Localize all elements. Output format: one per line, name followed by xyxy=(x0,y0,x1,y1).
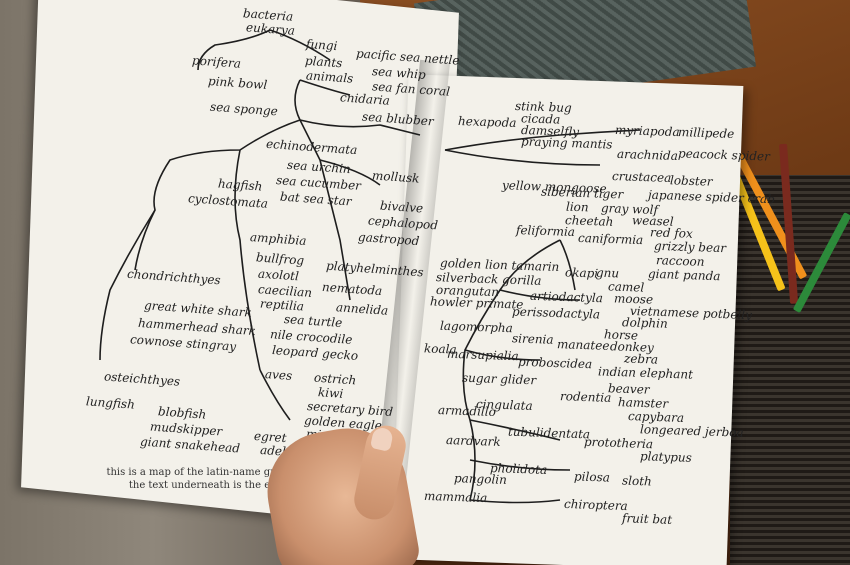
right-taxon-label: aardvark xyxy=(445,433,501,449)
caption-line-1: this is a map of the latin-name grouping… xyxy=(106,467,374,478)
right-taxon-label: mammalia xyxy=(423,488,488,506)
right-taxon-label: sloth xyxy=(621,473,653,489)
right-taxon-label: myriapoda xyxy=(614,122,680,140)
right-taxon-label: hamster xyxy=(617,395,669,411)
right-taxon-label: lobster xyxy=(669,173,713,189)
right-taxon-label: platypus xyxy=(639,449,693,465)
right-taxon-label: chiroptera xyxy=(563,496,628,514)
left-taxon-label: axolotl xyxy=(257,266,300,284)
right-taxon-label: manatee xyxy=(556,337,610,353)
right-taxon-label: giant panda xyxy=(647,266,721,284)
right-taxon-label: proboscidea xyxy=(517,354,593,372)
right-taxon-label: cingulata xyxy=(475,397,533,413)
right-taxon-label: tubulidentata xyxy=(507,424,591,442)
left-taxon-label: reptilia xyxy=(259,296,305,314)
right-taxon-label: koala xyxy=(423,341,457,357)
right-taxon-label: beaver xyxy=(607,381,650,397)
left-taxon-label: hagfish xyxy=(217,176,263,194)
right-taxon-label: rodentia xyxy=(559,389,612,405)
left-taxon-label: fungi xyxy=(305,36,338,54)
right-taxon-label: crustacea xyxy=(611,168,672,186)
right-taxon-label: pangolin xyxy=(453,471,508,487)
right-taxon-label: okapi xyxy=(564,265,599,281)
right-taxon-label: lion xyxy=(565,199,589,215)
right-taxon-label: sugar glider xyxy=(461,370,537,388)
right-taxon-label: artiodactyla xyxy=(529,288,604,306)
right-taxon-label: siberian tiger xyxy=(540,184,624,202)
right-taxon-label: millipede xyxy=(677,125,735,141)
left-taxon-label: kiwi xyxy=(317,385,344,401)
right-taxon-label: sirenia xyxy=(511,331,554,347)
right-taxon-label: marsupialia xyxy=(446,346,519,364)
right-taxon-label: lagomorpha xyxy=(439,318,514,336)
right-taxon-label: pilosa xyxy=(573,469,611,485)
right-taxon-label: zebra xyxy=(623,351,659,367)
right-taxon-label: arachnida xyxy=(616,146,679,164)
caption-line-2: the text underneath is the english meani… xyxy=(128,480,352,491)
right-taxon-label: hexapoda xyxy=(457,113,517,131)
right-taxon-label: gnu xyxy=(595,265,620,281)
left-taxon-label: aves xyxy=(264,367,293,383)
right-taxon-label: feliformia xyxy=(515,222,576,240)
right-taxon-label: caniformia xyxy=(577,230,644,248)
page-caption: this is a map of the latin-name grouping… xyxy=(90,466,390,492)
right-taxon-label: fruit bat xyxy=(621,511,673,527)
left-taxon-label: bivalve xyxy=(379,198,424,216)
